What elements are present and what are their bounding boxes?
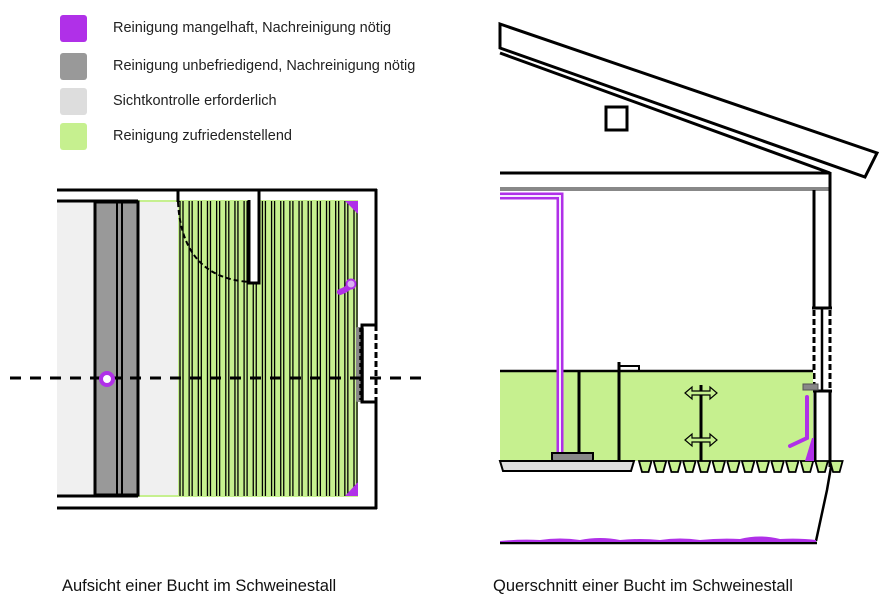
legend-item-mangelhaft: Reinigung mangelhaft, Nachreinigung nöti… [60,15,480,43]
section-floor-slot [814,460,830,473]
section-floor-slot [726,460,741,473]
caption-plan-view: Aufsicht einer Bucht im Schweinestall [62,577,337,595]
plan-slats [179,201,358,496]
section-roof-vent-icon [604,105,629,132]
section-partition-cap [619,365,640,371]
section-floor-slot [652,460,668,473]
legend-label: Reinigung unbefriedigend, Nachreinigung … [113,58,416,74]
section-floor-slot [755,460,771,473]
section-water-pipe-inner [500,195,561,455]
section-roof-underside [499,51,831,175]
plan-solid-floor [138,202,178,495]
section-floor-slot [828,460,844,473]
section-floor-slot [696,460,712,473]
plan-soiling-corner-top [345,201,358,214]
legend-item-zufriedenstellend: Reinigung zufriedenstellend [60,123,480,151]
section-adjust-arrow-icon [684,432,718,448]
section-pit-residue [500,536,816,542]
section-pit-wall [814,466,833,542]
plan-drinker-nipple-icon [345,278,357,290]
section-floor-slot [784,460,800,473]
legend-label: Reinigung mangelhaft, Nachreinigung nöti… [113,20,392,36]
section-floor-slot [681,460,697,473]
plan-soiling-corner-bottom [345,482,358,496]
legend-swatch-dark-gray [60,53,87,80]
section-floor-slot [667,460,683,473]
plan-aisle-left [57,202,95,495]
section-soiling-corner [805,438,814,461]
legend-item-unbefriedigend: Reinigung unbefriedigend, Nachreinigung … [60,53,480,81]
section-floor-slot [711,460,727,473]
caption-cross-section: Querschnitt einer Bucht im Schweinestall [493,577,793,595]
section-drinker-pipe [788,395,809,448]
section-floor-slot [799,460,815,473]
section-floor-slot [637,460,653,473]
legend-swatch-purple [60,15,87,42]
legend-label: Sichtkontrolle erforderlich [113,93,277,109]
legend-swatch-green [60,123,87,150]
legend-item-sichtkontrolle: Sichtkontrolle erforderlich [60,88,480,116]
legend-label: Reinigung zufriedenstellend [113,128,292,144]
plan-drain-point-icon [99,371,115,387]
section-pen-area [500,371,813,461]
section-drinker-mount [802,383,819,391]
section-solid-floor [498,460,636,472]
plan-window-frame [360,323,376,404]
section-floor-slot [740,460,756,473]
section-floor-slot [770,460,785,473]
section-slatted-floor [637,460,844,473]
plan-door-leaf [247,190,261,285]
legend-swatch-light-gray [60,88,87,115]
plan-door-swing-arc [177,201,251,283]
section-roof [498,21,880,179]
section-adjust-arrow-icon [684,385,718,401]
